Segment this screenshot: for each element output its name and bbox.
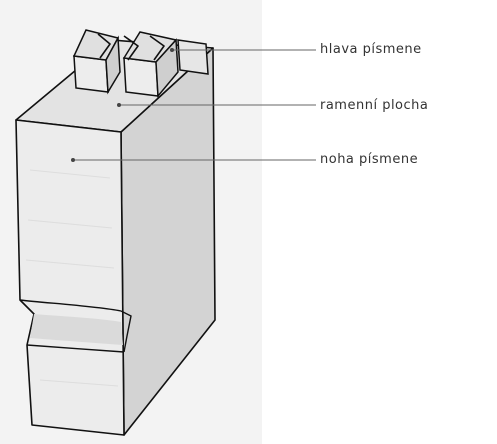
foot-front-face [15,119,125,436]
head-block-right-side [155,38,179,98]
leader-dot-foot [71,158,75,162]
leader-dot-head [170,48,174,52]
groove-upper-edge [19,299,122,312]
front-face-texture [25,169,119,387]
head-block-left-side [105,35,121,95]
groove-shadow [30,314,123,345]
label-letter-foot: noha písmene [320,152,419,167]
label-letter-head: hlava písmene [320,42,422,57]
groove-side-notch [120,310,132,353]
head-relief-chevrons [97,33,165,61]
leader-dot-shoulder [117,103,121,107]
groove-lower-edge [26,344,125,353]
head-block-left-front [73,55,109,93]
label-shoulder-surface: ramenní plocha [320,98,429,113]
head-block-right-front [123,57,159,97]
letter-head-relief [72,29,209,98]
head-block-back [177,39,209,75]
